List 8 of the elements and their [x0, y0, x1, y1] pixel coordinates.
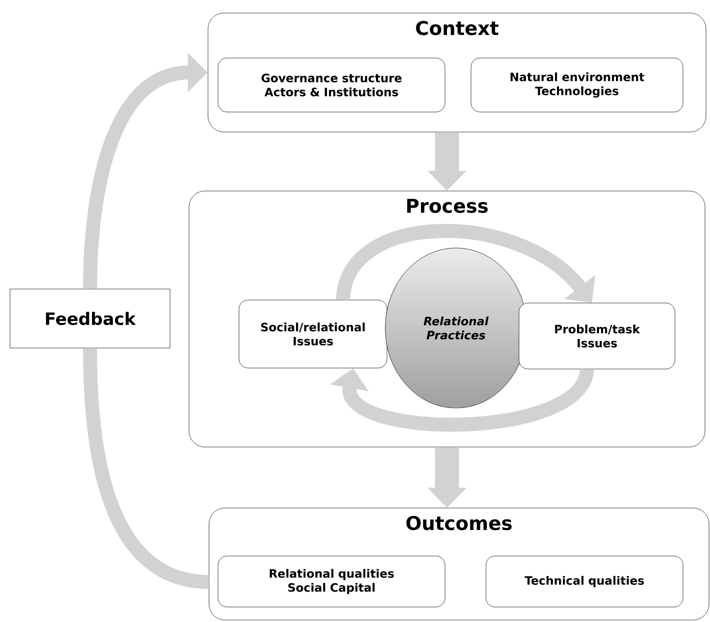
text-box: Problem/task Issues — [518, 302, 676, 370]
label-box: Feedback — [10, 288, 170, 348]
text-box: Natural environment Technologies — [470, 58, 684, 112]
text-box: Social/relational Issues — [238, 300, 388, 368]
text-box: Relational qualities Social Capital — [218, 556, 446, 608]
text-box: Technical qualities — [486, 556, 684, 608]
text-box: Governance structure Actors & Institutions — [218, 58, 446, 112]
block-arrow — [330, 367, 594, 432]
